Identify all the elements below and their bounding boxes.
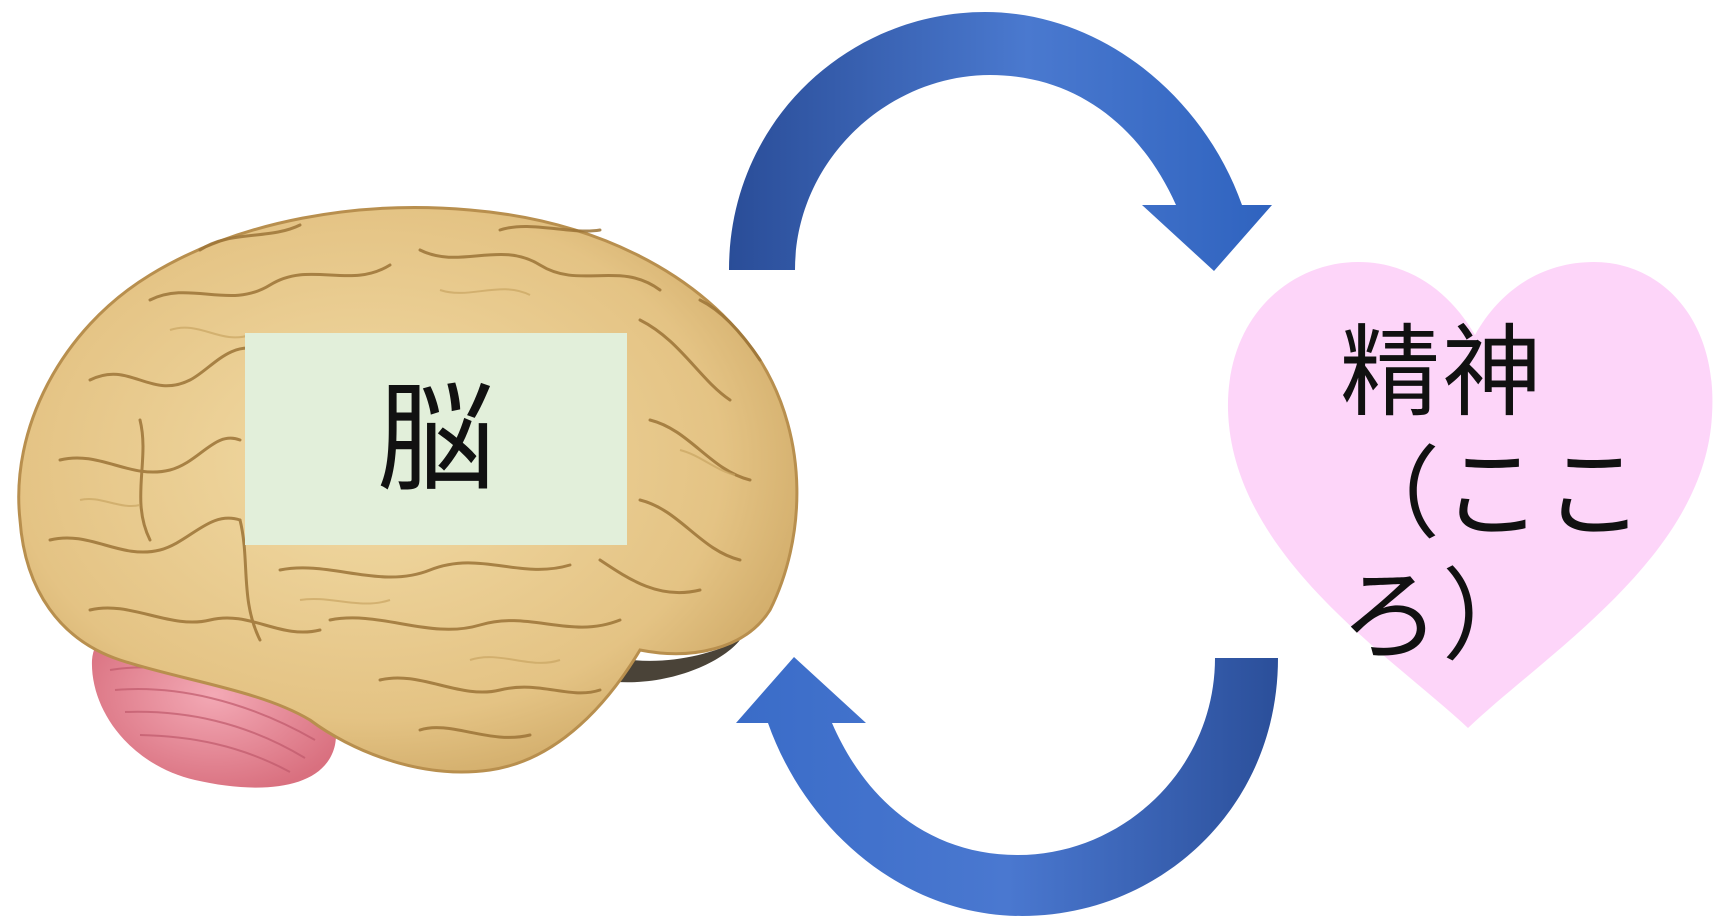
curved-arrow-bottom-icon xyxy=(736,657,1278,916)
brain-label-box: 脳 xyxy=(245,333,627,545)
curved-arrow-top-icon xyxy=(729,12,1272,271)
brain-label: 脳 xyxy=(377,380,495,498)
mind-label: 精神（こころ） xyxy=(1340,312,1670,678)
